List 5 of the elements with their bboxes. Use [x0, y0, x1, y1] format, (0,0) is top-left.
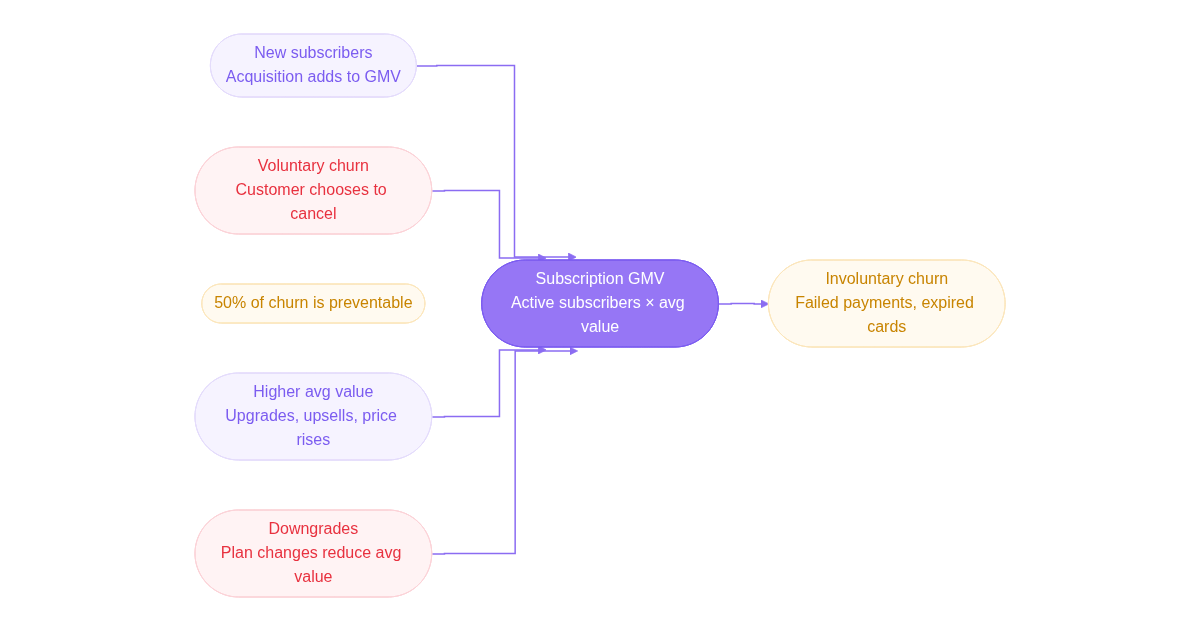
- arrow: [431, 345, 547, 418]
- arrow: [416, 64, 577, 261]
- arrow: [431, 189, 547, 262]
- arrow: [431, 346, 578, 555]
- arrow: [718, 299, 770, 308]
